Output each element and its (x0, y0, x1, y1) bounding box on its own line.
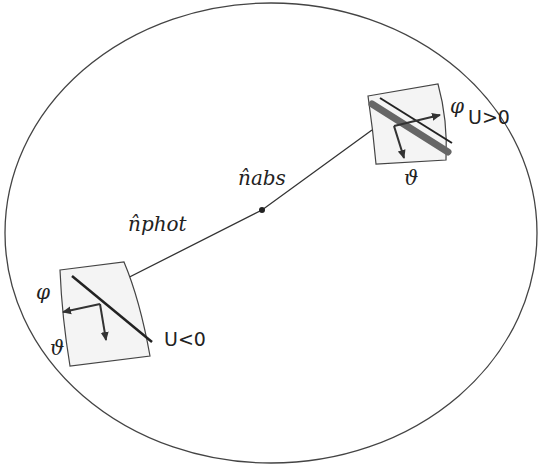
center-dot (259, 207, 265, 213)
phi-label: φ (36, 282, 50, 302)
theta-label: ϑ (50, 338, 64, 358)
upper-patch (368, 84, 452, 164)
sign-label: U>0 (468, 108, 510, 127)
lower-patch (60, 262, 152, 366)
axis-line (88, 130, 372, 298)
sphere-outline (5, 3, 537, 463)
phi-label: φ (450, 96, 464, 116)
normal-label: n̂abs (238, 168, 286, 188)
normal-label: n̂phot (128, 214, 187, 234)
theta-label: ϑ (404, 168, 418, 188)
sign-label: U<0 (164, 330, 206, 349)
